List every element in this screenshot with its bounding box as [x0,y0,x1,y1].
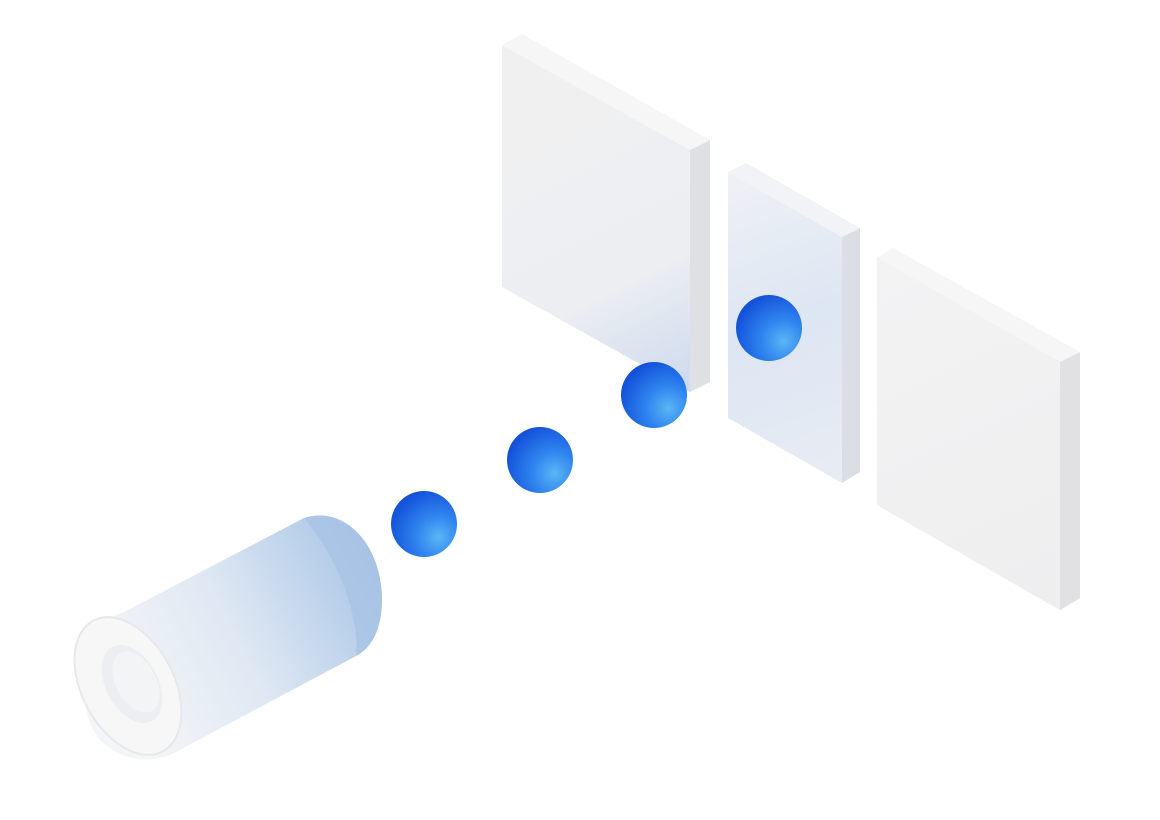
particle-sphere-icon [391,491,457,557]
screen-panel-icon [877,248,1080,610]
particle-sphere-icon [621,362,687,428]
emitter-cylinder-icon [73,515,382,760]
particle-sphere-icon [736,295,802,361]
barrier-panel-icon [502,34,710,392]
particle-sphere-icon [507,427,573,493]
particle-group [391,295,802,557]
